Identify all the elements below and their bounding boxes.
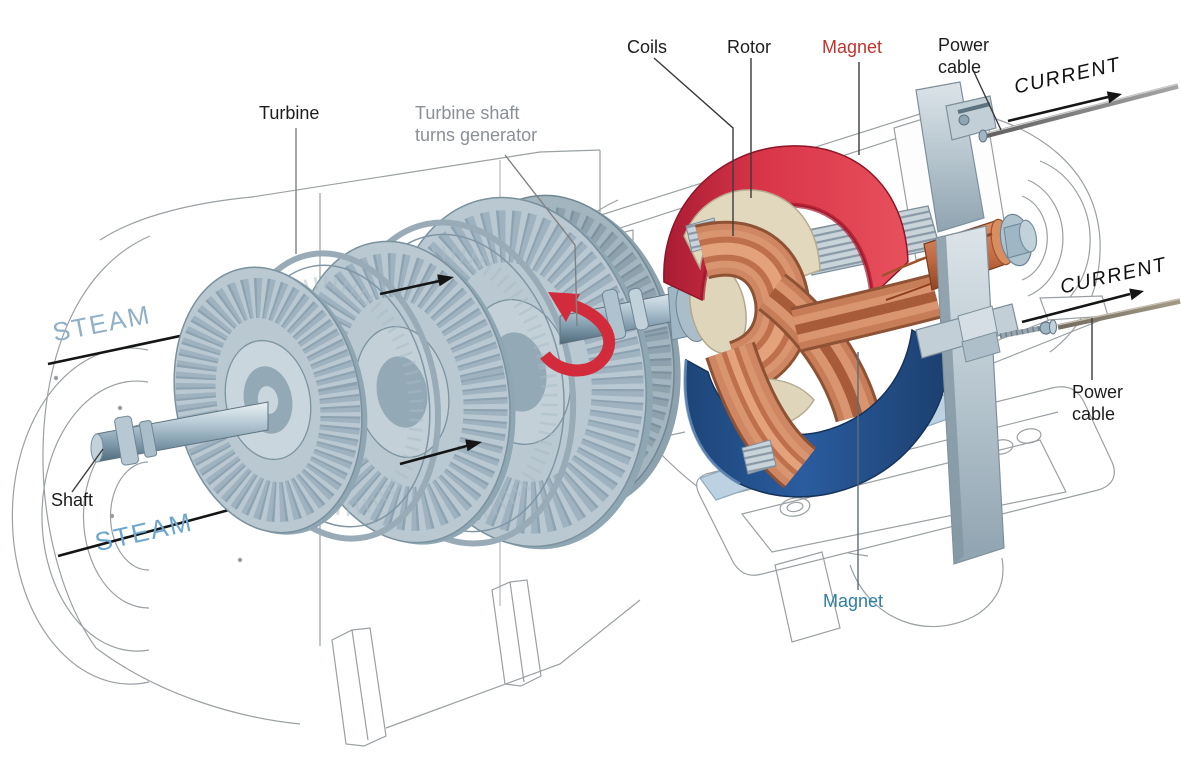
label-power-cable-top-line2: cable xyxy=(938,56,982,77)
turbine-shaft-left xyxy=(90,401,269,466)
label-power-cable-top-line1: Power xyxy=(938,35,990,55)
power-cable-top-line xyxy=(983,83,1179,139)
label-power-cable-bottom: Power cable xyxy=(1072,382,1123,426)
steam-arrowhead-top xyxy=(437,274,454,287)
coil-bundle-right xyxy=(790,273,942,353)
leader-lines xyxy=(71,57,1093,590)
leader-shaft xyxy=(71,448,104,493)
current-arrows xyxy=(1007,91,1144,324)
label-power-cable-bottom-line1: Power xyxy=(1072,382,1124,402)
brush-bracket xyxy=(915,81,1057,565)
label-power-cable-top: Power cable xyxy=(938,35,989,79)
leader-turbine-shaft xyxy=(504,154,578,327)
label-magnet-top: Magnet xyxy=(822,37,883,57)
power-cable-bottom-line xyxy=(1057,298,1181,330)
current-arrowhead-right xyxy=(1129,288,1144,301)
label-coils: Coils xyxy=(627,37,668,57)
label-turbine-shaft: Turbine shaft turns generator xyxy=(415,103,537,147)
rotation-arrow xyxy=(540,292,616,377)
turbine-assembly xyxy=(90,194,681,550)
generator-assembly xyxy=(663,81,1181,565)
label-turbine-shaft-line1: Turbine shaft xyxy=(415,103,520,123)
label-turbine-shaft-line2: turns generator xyxy=(415,124,538,145)
label-turbine: Turbine xyxy=(259,103,320,123)
steam-arrows xyxy=(379,274,482,466)
label-shaft: Shaft xyxy=(51,490,94,510)
leader-power-cable-top xyxy=(973,71,1002,131)
coils-copper xyxy=(694,220,942,423)
label-power-cable-bottom-line2: cable xyxy=(1072,403,1116,424)
current-arrowhead-top xyxy=(1106,91,1122,104)
power-cables xyxy=(978,83,1181,330)
label-rotor: Rotor xyxy=(727,37,772,57)
turbine-disc-1 xyxy=(173,266,368,535)
label-magnet-bottom: Magnet xyxy=(823,591,884,611)
coil-bundle-front xyxy=(705,341,817,489)
leader-coils xyxy=(653,57,734,236)
steam-arrowhead-bottom xyxy=(465,439,482,452)
